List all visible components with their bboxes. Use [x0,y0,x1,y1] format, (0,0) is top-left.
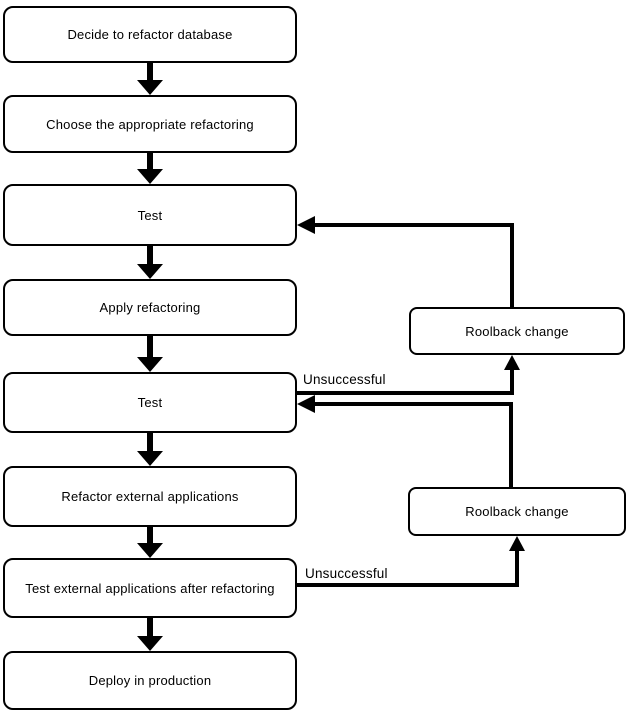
arrow-refactor-external-to-test-external [137,527,163,558]
node-test-1: Test [3,184,297,246]
node-rollback-change-1: Roolback change [409,307,625,355]
node-choose-appropriate-refactoring: Choose the appropriate refactoring [3,95,297,153]
arrow-decide-to-choose [137,63,163,95]
arrow-choose-to-test1 [137,153,163,184]
node-refactor-external-applications: Refactor external applications [3,466,297,527]
arrow-test-external-to-deploy [137,618,163,651]
node-test-2: Test [3,372,297,433]
node-apply-refactoring: Apply refactoring [3,279,297,336]
arrow-test1-to-apply [137,246,163,279]
node-label-refactor-external: Refactor external applications [61,489,239,504]
node-label-apply: Apply refactoring [99,300,201,315]
edge-label-unsuccessful-2: Unsuccessful [305,566,388,581]
connector-test2-to-rollback1 [297,355,520,395]
arrow-apply-to-test2 [137,336,163,372]
connector-rollback1-to-test1 [297,216,514,307]
node-label-rollback-1: Roolback change [465,323,569,339]
node-label-rollback-2: Roolback change [465,504,569,519]
node-rollback-change-2: Roolback change [408,487,626,536]
node-label-choose: Choose the appropriate refactoring [46,116,254,132]
node-label-test-2: Test [137,395,163,410]
node-label-test-external: Test external applications after refacto… [25,580,275,596]
node-deploy-in-production: Deploy in production [3,651,297,710]
node-test-external-applications: Test external applications after refacto… [3,558,297,618]
node-label-deploy: Deploy in production [88,673,212,688]
connector-rollback2-to-test2 [297,395,513,487]
arrow-test2-to-refactor-external [137,433,163,466]
node-label-test-1: Test [137,207,163,223]
connector-test-external-to-rollback2 [297,536,525,587]
edge-label-unsuccessful-1: Unsuccessful [303,372,386,387]
node-label-decide: Decide to refactor database [67,27,233,42]
node-decide-to-refactor-database: Decide to refactor database [3,6,297,63]
